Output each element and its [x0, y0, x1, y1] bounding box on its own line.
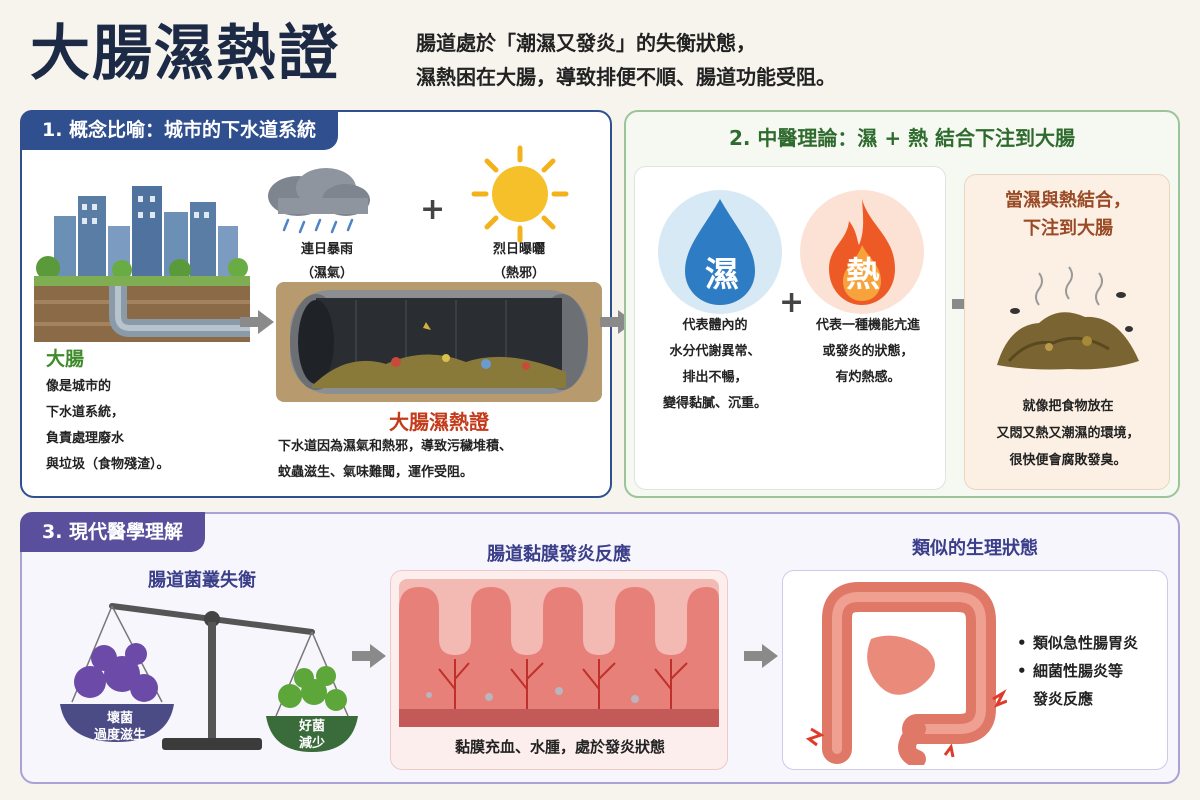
bullet-dot: • — [1017, 662, 1027, 680]
damp-desc-line: 代表體內的 — [682, 318, 748, 333]
arrow-right-icon — [240, 310, 274, 334]
bad-bacteria-icon — [74, 643, 158, 702]
rotting-food-icon — [997, 266, 1139, 370]
building-icon — [190, 202, 216, 276]
rain-label-line: 連日暴雨 — [300, 242, 353, 257]
pain-spark-icon — [805, 689, 1007, 758]
arrow-right-icon — [352, 644, 386, 668]
result-title-line: 當濕與熱結合， — [1005, 190, 1131, 211]
balance-scale-illustration — [60, 603, 358, 752]
result-desc-line: 就像把食物放在 — [1022, 399, 1114, 414]
inflamed-mucosa-illustration — [399, 579, 719, 727]
similar-title: 類似的生理狀態 — [912, 538, 1038, 559]
water-drop-icon — [658, 190, 782, 314]
result-desc-line: 又悶又熱又潮濕的環境， — [996, 426, 1140, 441]
similar-list: • 類似急性腸胃炎 • 細菌性腸炎等 發炎反應 — [1017, 629, 1163, 713]
intestine-desc-line: 下水道系統， — [46, 405, 125, 420]
tree-icon — [228, 258, 248, 278]
syndrome-title: 大腸濕熱證 — [389, 410, 489, 434]
heat-desc-line: 代表一種機能亢進 — [815, 318, 920, 333]
subtitle-line-2: 濕熱困在大腸，導致排便不順、腸道功能受阻。 — [416, 65, 836, 89]
section-sewer-analogy: 1. 概念比喻：城市的下水道系統 大腸 像是城市的 下水道系統， 負責處理廢水 — [20, 110, 612, 498]
tree-icon — [169, 259, 191, 281]
sun-label: 烈日曝曬 （熱邪） — [474, 238, 564, 286]
subtitle-line-1: 腸道處於「潮濕又發炎」的失衡狀態， — [416, 31, 756, 55]
damp-character: 濕 — [705, 255, 739, 295]
city-sewer-illustration — [34, 186, 250, 342]
page-subtitle: 腸道處於「潮濕又發炎」的失衡狀態， 濕熱困在大腸，導致排便不順、腸道功能受阻。 — [416, 26, 836, 94]
section-1-tab: 1. 概念比喻：城市的下水道系統 — [20, 110, 339, 150]
damp-heat-card: 濕 熱 + 代表體內的 水分代謝異常、 排出不暢， 變得黏膩、沉重。 代表一種機… — [634, 166, 946, 490]
result-description: 就像把食物放在 又悶又熱又潮濕的環境， 很快便會腐敗發臭。 — [965, 393, 1171, 474]
bad-bacteria-line: 壞菌 — [106, 711, 133, 726]
syndrome-desc-line: 蚊蟲滋生、氣味難聞，運作受阻。 — [278, 465, 474, 480]
intestine-desc-line: 像是城市的 — [46, 379, 112, 394]
good-bacteria-line: 好菌 — [298, 719, 325, 734]
similar-list-item: • 類似急性腸胃炎 — [1017, 629, 1163, 657]
damp-description: 代表體內的 水分代謝異常、 排出不暢， 變得黏膩、沉重。 — [641, 313, 789, 417]
page-title: 大腸濕熱證 — [30, 19, 340, 89]
similar-list-item-continuation: 發炎反應 — [1017, 685, 1163, 713]
syndrome-desc-line: 下水道因為濕氣和熱邪，導致污穢堆積、 — [278, 439, 513, 454]
plus-sign: + — [779, 285, 805, 320]
plus-sign: + — [420, 192, 446, 227]
damp-desc-line: 水分代謝異常、 — [669, 344, 761, 359]
mucosa-caption: 黏膜充血、水腫，處於發炎狀態 — [454, 738, 665, 756]
mucosa-title: 腸道黏膜發炎反應 — [487, 544, 631, 565]
sun-icon — [471, 145, 569, 243]
intestine-desc-line: 與垃圾（食物殘渣）。 — [46, 457, 170, 472]
good-bacteria-line: 減少 — [298, 736, 325, 751]
rain-label-line: （濕氣） — [300, 266, 353, 281]
heat-desc-line: 或發炎的狀態， — [822, 344, 914, 359]
flora-title: 腸道菌叢失衡 — [148, 570, 256, 591]
good-bacteria-label: 好菌 減少 — [270, 718, 354, 752]
header: 大腸濕熱證 腸道處於「潮濕又發炎」的失衡狀態， 濕熱困在大腸，導致排便不順、腸道… — [0, 0, 1200, 108]
heat-character: 熱 — [846, 255, 880, 295]
clogged-pipe-illustration — [276, 282, 602, 402]
similar-card: • 類似急性腸胃炎 • 細菌性腸炎等 發炎反應 — [782, 570, 1168, 770]
mucosa-card: 黏膜充血、水腫，處於發炎狀態 — [390, 570, 728, 770]
similar-item-text: 類似急性腸胃炎 — [1033, 634, 1139, 652]
sludge-icon — [312, 354, 566, 388]
section-tcm-theory: 2. 中醫理論：濕 + 熱 結合下注到大腸 濕 熱 + 代表體內的 水分代謝異常… — [624, 110, 1180, 498]
tree-icon — [36, 256, 60, 280]
sun-label-line: （熱邪） — [492, 266, 545, 281]
rain-label: 連日暴雨 （濕氣） — [282, 238, 372, 286]
bullet-dot: • — [1017, 634, 1027, 652]
heat-desc-line: 有灼熱感。 — [835, 370, 901, 385]
bad-bacteria-label: 壞菌 過度滋生 — [68, 710, 172, 744]
result-title: 當濕與熱結合， 下注到大腸 — [965, 187, 1171, 243]
arrow-right-icon — [744, 644, 778, 668]
result-title-line: 下注到大腸 — [1023, 218, 1113, 239]
section-3-tab: 3. 現代醫學理解 — [20, 512, 206, 552]
result-desc-line: 很快便會腐敗發臭。 — [1009, 453, 1127, 468]
intestine-description: 像是城市的 下水道系統， 負責處理廢水 與垃圾（食物殘渣）。 — [46, 374, 170, 478]
rain-cloud-icon — [268, 168, 370, 234]
similar-item-text: 細菌性腸炎等 — [1033, 662, 1124, 680]
similar-item-text: 發炎反應 — [1033, 690, 1094, 708]
intestine-desc-line: 負責處理廢水 — [46, 431, 125, 446]
syndrome-description: 下水道因為濕氣和熱邪，導致污穢堆積、 蚊蟲滋生、氣味難聞，運作受阻。 — [278, 434, 608, 486]
result-card: 當濕與熱結合， 下注到大腸 就像把食物放在 又悶又熱又潮濕的環境， 很快便會腐敗… — [964, 174, 1170, 490]
tree-icon — [112, 260, 132, 280]
fly-icon — [1010, 292, 1133, 332]
bad-bacteria-line: 過度滋生 — [93, 728, 146, 743]
good-bacteria-icon — [278, 666, 347, 711]
section-modern-medicine: 3. 現代醫學理解 腸道菌叢失衡 壞菌 過度滋生 好菌 減少 腸道黏膜發炎反應 — [20, 512, 1180, 784]
section-2-title: 2. 中醫理論：濕 + 熱 結合下注到大腸 — [728, 126, 1076, 150]
sun-label-line: 烈日曝曬 — [492, 242, 545, 257]
building-icon — [54, 216, 76, 276]
damp-desc-line: 排出不暢， — [682, 370, 748, 385]
intestine-title: 大腸 — [46, 348, 85, 370]
colon-icon — [805, 582, 1007, 765]
flame-icon — [800, 190, 924, 314]
damp-desc-line: 變得黏膩、沉重。 — [662, 396, 767, 411]
similar-list-item: • 細菌性腸炎等 — [1017, 657, 1163, 685]
building-icon — [132, 186, 162, 276]
heat-description: 代表一種機能亢進 或發炎的狀態， 有灼熱感。 — [793, 313, 943, 391]
